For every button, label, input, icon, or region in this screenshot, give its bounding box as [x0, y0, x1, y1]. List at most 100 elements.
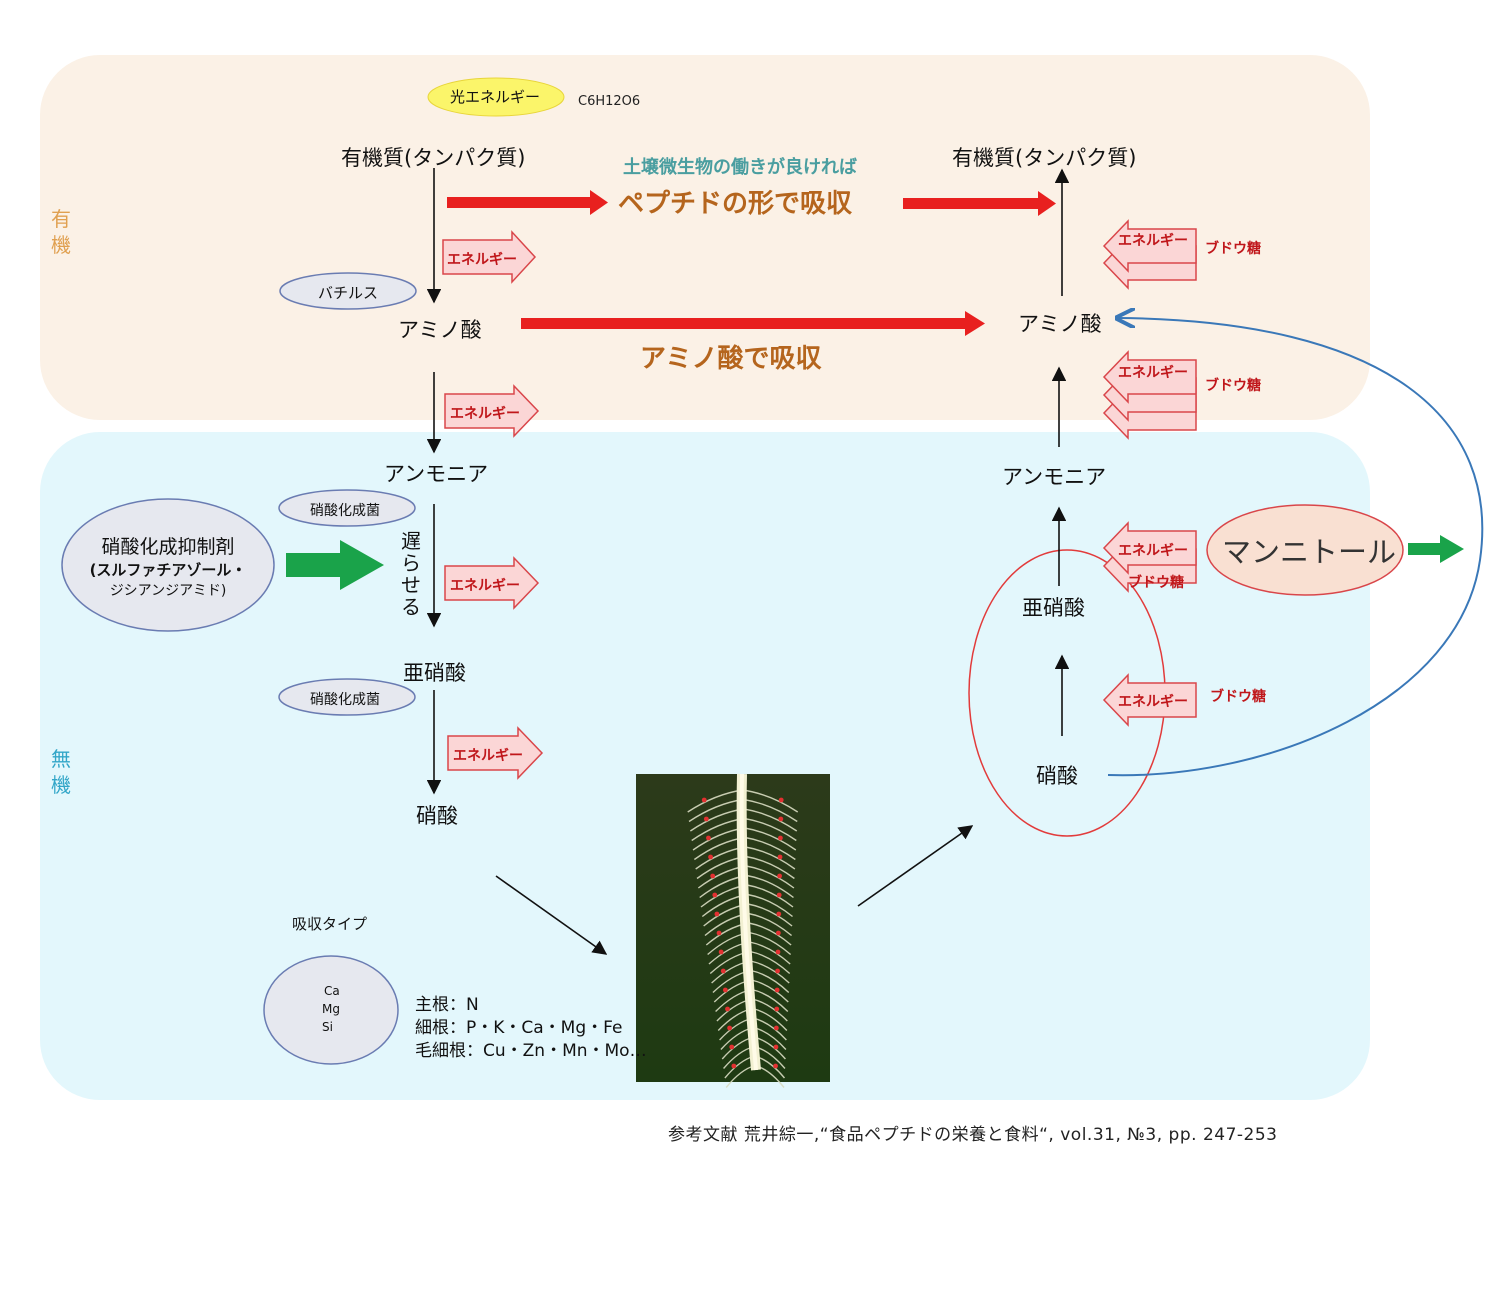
amino-absorb-label: アミノ酸で吸収 [640, 344, 822, 374]
root-hair [744, 827, 797, 851]
nitrite-right: 亜硝酸 [1022, 596, 1085, 620]
root-dot [776, 911, 782, 917]
root-dot [778, 816, 784, 822]
ammonia-right: アンモニア [1002, 465, 1107, 489]
light-energy-label: 光エネルギー [450, 88, 541, 106]
root-hair [750, 969, 790, 994]
root-hair [743, 817, 797, 842]
sugar-label-3: ブドウ糖 [1128, 575, 1184, 591]
root-hair [745, 855, 795, 880]
root-dot [775, 930, 781, 936]
mg-label: Mg [322, 1002, 340, 1016]
root-dot [710, 873, 716, 879]
root-dot [778, 835, 783, 841]
root-hair [749, 950, 791, 975]
root-hair [747, 893, 793, 918]
ca-label: Ca [324, 984, 340, 998]
root-dot [712, 892, 718, 898]
root-dot [722, 987, 728, 993]
root-dot [727, 1025, 732, 1031]
root-hair [742, 789, 799, 813]
root-dot [716, 930, 722, 936]
bacillus-label: バチルス [318, 284, 379, 302]
root-hair [746, 865, 795, 889]
inhibitor-sub1: (スルファチアゾール・ [89, 561, 247, 579]
root-hair [749, 941, 791, 965]
blue-curve-nitrate-to-amino [1107, 318, 1484, 777]
root-hair-label: 毛細根：Cu・Zn・Mn・Mo… [415, 1041, 647, 1061]
root-dot [731, 1063, 737, 1069]
root-dot [777, 854, 783, 860]
root-dot [774, 987, 780, 993]
root-hair [743, 798, 798, 823]
inorganic-region [40, 432, 1370, 1100]
root-dot [701, 797, 707, 803]
energy-label-r4: エネルギー [1118, 694, 1188, 710]
ammonia-left: アンモニア [384, 462, 489, 486]
nitrifier-oval-1 [278, 489, 416, 527]
root-dot [774, 1006, 780, 1012]
absorption-oval [263, 955, 399, 1065]
nitrifier-oval-2 [278, 678, 416, 716]
root-hair [746, 874, 794, 899]
root-hair [747, 903, 793, 927]
nitrifier-label-1: 硝酸化成菌 [310, 503, 380, 519]
energy-label-2: エネルギー [450, 406, 520, 422]
inhibitor-oval [61, 498, 275, 632]
root-hair [751, 988, 789, 1012]
arrow-root-to-uptake [857, 825, 974, 907]
inhibitor-title: 硝酸化成抑制剤 [101, 536, 235, 558]
sugar-label-2: ブドウ糖 [1205, 378, 1261, 394]
root-hair [751, 979, 789, 1003]
root-dot [775, 949, 781, 955]
delay-label: 遅らせる [401, 529, 421, 619]
root-hair [745, 846, 796, 870]
root-dot [720, 968, 726, 974]
energy-arrow-right-2 [1102, 350, 1197, 440]
sugar-label-1: ブドウ糖 [1205, 241, 1261, 257]
energy-label-r1: エネルギー [1118, 233, 1188, 249]
soil-microbe-label: 土壌微生物の働きが良ければ [623, 157, 857, 178]
root-hair [750, 960, 790, 984]
light-energy-oval [427, 77, 565, 117]
energy-label-4: エネルギー [453, 748, 523, 764]
sugar-label-4: ブドウ糖 [1210, 689, 1266, 705]
energy-label-r3: エネルギー [1118, 543, 1188, 559]
energy-arrow-right-3 [1102, 521, 1197, 593]
root-dot [773, 1063, 778, 1069]
root-photo [636, 773, 830, 1088]
peptide-absorb-label: ペプチドの形で吸収 [618, 189, 853, 219]
energy-arrow-4 [447, 726, 544, 780]
absorption-type-label: 吸収タイプ [292, 915, 368, 933]
reference-text: 参考文献 荒井綜一,“食品ペプチドの栄養と食料“, vol.31, №3, pp… [668, 1125, 1278, 1145]
mannitol-oval [1206, 504, 1404, 596]
root-hair [743, 808, 798, 832]
root-dot [729, 1044, 735, 1050]
inhibitor-sub2: ジシアンジアミド) [109, 583, 227, 599]
root-dot [773, 1044, 779, 1050]
nitrate-left: 硝酸 [416, 804, 458, 828]
root-hair [749, 931, 792, 956]
fine-root-label: 細根：P・K・Ca・Mg・Fe [415, 1018, 623, 1038]
root-hair [744, 836, 796, 861]
amino-acid-right: アミノ酸 [1018, 312, 1102, 336]
root-dot [773, 1025, 779, 1031]
root-dot [776, 892, 782, 898]
arrow-nitrate-to-root [495, 875, 608, 955]
nitrifier-label-2: 硝酸化成菌 [310, 692, 380, 708]
main-root-label: 主根：N [415, 995, 479, 1015]
energy-label-1: エネルギー [447, 252, 517, 268]
energy-label-r2: エネルギー [1118, 365, 1188, 381]
si-label: Si [322, 1020, 333, 1034]
root-hair [748, 922, 792, 946]
energy-arrow-right-1 [1102, 219, 1197, 290]
organic-region [40, 55, 1370, 420]
root-dot [775, 968, 780, 974]
organic-label: 有機 [51, 207, 71, 257]
root-dot [725, 1006, 730, 1012]
energy-arrow-2 [444, 384, 540, 438]
root-hair [748, 912, 793, 937]
protein-left: 有機質(タンパク質) [341, 146, 526, 170]
protein-right: 有機質(タンパク質) [952, 146, 1137, 170]
